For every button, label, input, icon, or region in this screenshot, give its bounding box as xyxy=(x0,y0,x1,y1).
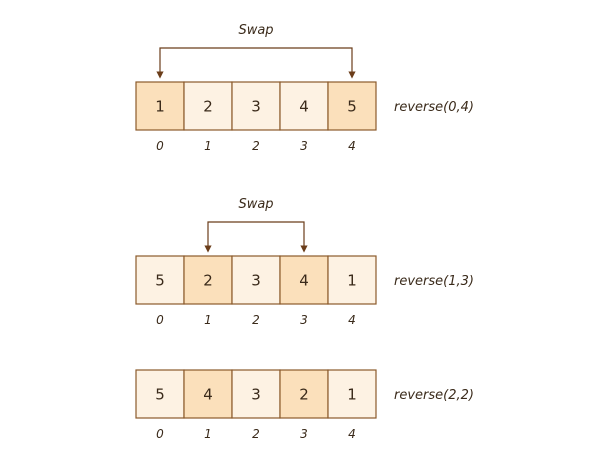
cell-value: 4 xyxy=(299,98,309,116)
array-row: 5 0 4 1 3 2 2 3 1 4 reverse(2,2) xyxy=(135,369,474,441)
array-cell xyxy=(231,369,281,419)
index-label: 2 xyxy=(252,427,260,441)
index-label: 3 xyxy=(300,139,308,153)
cell-value: 2 xyxy=(203,98,213,116)
cell-value: 3 xyxy=(251,98,261,116)
cell-value: 1 xyxy=(347,272,357,290)
array-cell xyxy=(231,255,281,305)
array-cell xyxy=(183,81,233,131)
cell-value: 3 xyxy=(251,272,261,290)
cell-value: 5 xyxy=(155,272,165,290)
array-row: Swap 1 0 2 1 3 2 4 3 5 4 reverse(0,4) xyxy=(135,23,474,153)
swap-arrow xyxy=(204,221,308,253)
index-label: 3 xyxy=(300,313,308,327)
index-label: 0 xyxy=(156,427,164,441)
cell-value: 4 xyxy=(299,272,309,290)
array-row: Swap 5 0 2 1 3 2 4 3 1 4 reverse(1,3) xyxy=(135,197,474,327)
array-cell xyxy=(135,81,185,131)
array-cell xyxy=(183,255,233,305)
cell-value: 5 xyxy=(155,386,165,404)
cell-value: 5 xyxy=(347,98,357,116)
index-label: 4 xyxy=(348,427,356,441)
index-label: 1 xyxy=(204,427,212,441)
cell-value: 2 xyxy=(203,272,213,290)
index-label: 0 xyxy=(156,313,164,327)
index-label: 3 xyxy=(300,427,308,441)
array-cell xyxy=(135,255,185,305)
index-label: 4 xyxy=(348,313,356,327)
reverse-call-label: reverse(1,3) xyxy=(394,274,474,289)
index-label: 1 xyxy=(204,139,212,153)
cell-value: 2 xyxy=(299,386,309,404)
swap-label: Swap xyxy=(238,197,273,212)
index-label: 1 xyxy=(204,313,212,327)
index-label: 2 xyxy=(252,313,260,327)
cell-value: 1 xyxy=(347,386,357,404)
index-label: 0 xyxy=(156,139,164,153)
reverse-call-label: reverse(2,2) xyxy=(394,388,474,403)
swap-arrow xyxy=(156,47,356,79)
cell-value: 4 xyxy=(203,386,213,404)
index-label: 4 xyxy=(348,139,356,153)
array-cell xyxy=(327,255,377,305)
cell-value: 3 xyxy=(251,386,261,404)
reverse-call-label: reverse(0,4) xyxy=(394,100,474,115)
swap-label: Swap xyxy=(238,23,273,38)
array-cell xyxy=(231,81,281,131)
cell-value: 1 xyxy=(155,98,165,116)
array-cell xyxy=(279,255,329,305)
array-cell xyxy=(279,369,329,419)
index-label: 2 xyxy=(252,139,260,153)
array-cell xyxy=(327,369,377,419)
array-cell xyxy=(183,369,233,419)
array-cell xyxy=(327,81,377,131)
